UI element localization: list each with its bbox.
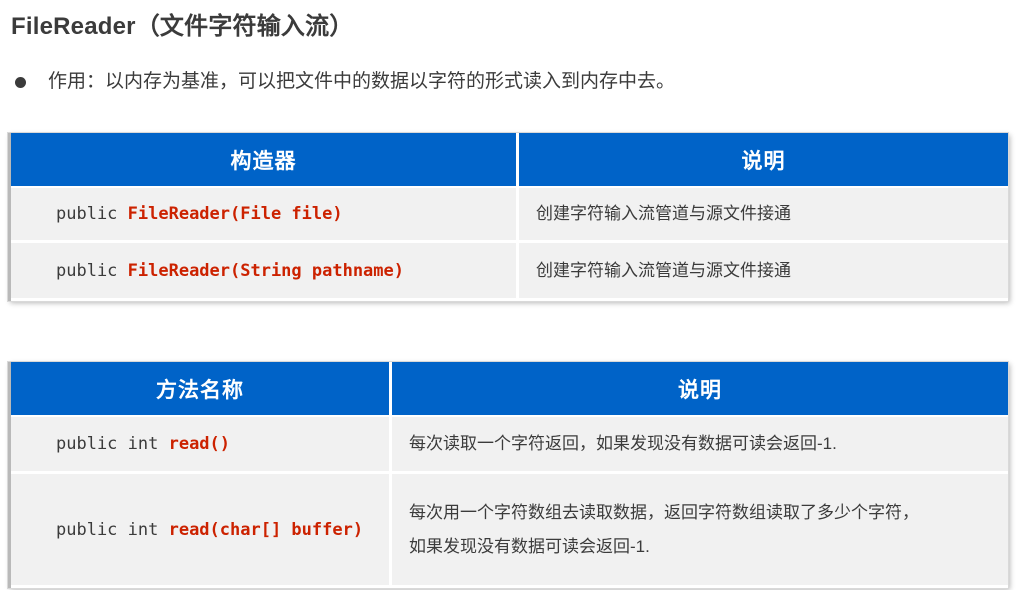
table-row: public int read(char[] buffer) 每次用一个字符数组…	[11, 474, 1008, 585]
method-signature-prefix: public int	[56, 434, 169, 454]
constructor-signature-cell: public FileReader(File file)	[11, 188, 519, 240]
method-table-header-name: 方法名称	[11, 362, 392, 415]
table-row: public int read() 每次读取一个字符返回，如果发现没有数据可读会…	[11, 417, 1008, 474]
table-row: public FileReader(File file) 创建字符输入流管道与源…	[11, 188, 1008, 243]
constructor-signature-prefix: public	[56, 204, 128, 224]
method-description-cell: 每次用一个字符数组去读取数据，返回字符数组读取了多少个字符， 如果发现没有数据可…	[409, 502, 919, 556]
constructor-description-cell: 创建字符输入流管道与源文件接通	[536, 260, 791, 280]
constructor-signature-highlight: FileReader(File file)	[127, 204, 343, 224]
table-row: public FileReader(String pathname) 创建字符输…	[11, 243, 1008, 298]
method-signature-highlight: read()	[168, 434, 231, 454]
bullet-dot-icon	[15, 76, 26, 88]
bullet-item-label: 作用：以内存为基准，可以把文件中的数据以字符的形式读入到内存中去。	[48, 71, 676, 92]
method-signature-cell: public int read()	[11, 417, 392, 471]
constructor-description-cell: 创建字符输入流管道与源文件接通	[536, 204, 791, 223]
constructor-table-header-description: 说明	[519, 133, 1008, 186]
method-description-cell: 每次读取一个字符返回，如果发现没有数据可读会返回-1.	[409, 434, 837, 453]
constructor-table: 构造器 说明 public FileReader(File file) 创建字符…	[8, 133, 1008, 301]
constructor-table-header-constructor: 构造器	[11, 133, 519, 186]
method-signature-cell: public int read(char[] buffer)	[11, 474, 392, 585]
method-signature-prefix: public int	[56, 519, 169, 540]
constructor-signature-cell: public FileReader(String pathname)	[11, 243, 519, 298]
constructor-table-header-row: 构造器 说明	[11, 133, 1008, 188]
bullet-item: 作用：以内存为基准，可以把文件中的数据以字符的形式读入到内存中去。	[11, 70, 675, 95]
method-table-header-row: 方法名称 说明	[11, 362, 1008, 417]
page-title: FileReader（文件字符输入流）	[11, 13, 354, 40]
method-table-header-description: 说明	[392, 362, 1008, 415]
constructor-signature-prefix: public	[56, 260, 128, 281]
method-table: 方法名称 说明 public int read() 每次读取一个字符返回，如果发…	[8, 362, 1008, 588]
method-signature-highlight: read(char[] buffer)	[168, 519, 364, 540]
constructor-signature-highlight: FileReader(String pathname)	[127, 260, 404, 281]
